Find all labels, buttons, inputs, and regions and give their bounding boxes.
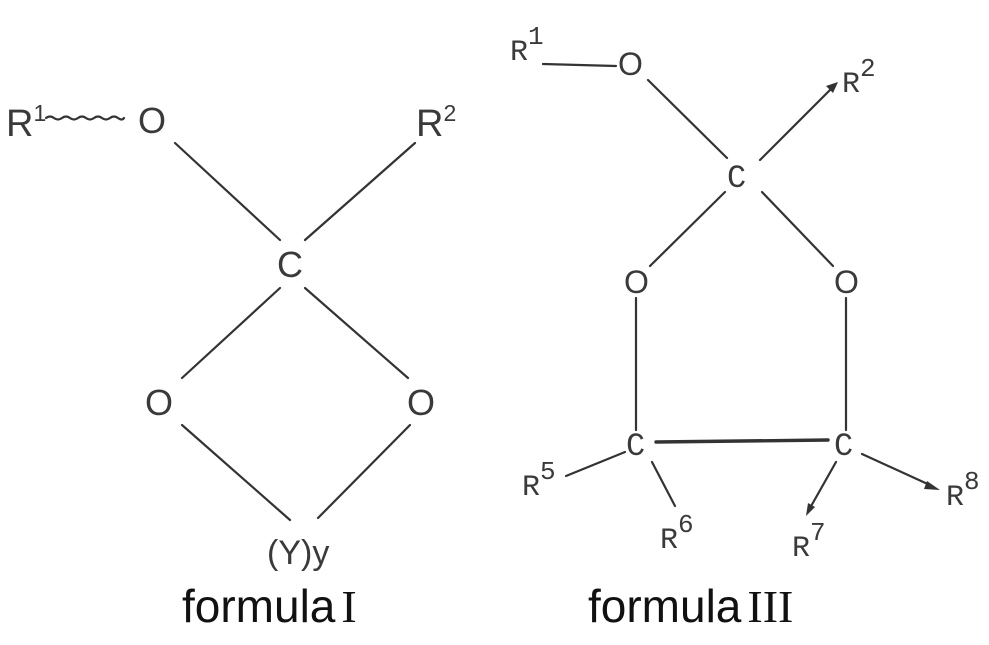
formula-1-structure: R1 O R2 C O O (Y)y [6, 100, 456, 572]
formula-1-caption: formulaI [182, 580, 357, 632]
formula-3-carbon-right: C [834, 428, 853, 465]
bond-c-o-left [650, 192, 725, 266]
formula-1-oxygen-left: O [145, 382, 173, 423]
formula-3-r6-label: R6 [660, 510, 694, 558]
formula-3-r5-label: R5 [522, 457, 556, 505]
formula-3-oxygen-right: O [834, 264, 859, 300]
formula-3-r7-label: R7 [792, 518, 826, 566]
formula-1-r1-label: R1 [6, 100, 46, 145]
formula-1-carbon-center: C [277, 244, 303, 285]
formula-3-r2-label: R2 [842, 54, 876, 102]
bond-c-r2 [760, 88, 832, 160]
formula-3-oxygen-top: O [618, 46, 643, 82]
bond-c-o-right [305, 288, 408, 378]
formula-3-r8-label: R8 [946, 467, 980, 515]
bond-r2-c [305, 143, 415, 240]
bond-o-c [648, 80, 727, 158]
bond-o-c [175, 143, 280, 240]
bond-c-left-r5 [566, 452, 625, 476]
bond-r1-o [46, 117, 124, 120]
bond-c-right-r8 [862, 454, 932, 486]
bond-c-o-right [762, 192, 833, 266]
formula-3-oxygen-left: O [624, 264, 649, 300]
bond-c-left-r6 [652, 462, 675, 506]
arrowhead-r7 [806, 503, 815, 516]
formula-3-carbon-center: C [727, 160, 746, 197]
formula-1-oxygen-right: O [407, 382, 435, 423]
formula-1-oxygen-top: O [138, 100, 166, 141]
formula-3-structure: R1 O R2 C O O C C R5 R6 R7 R8 [510, 22, 980, 566]
formula-3-caption: formulaIII [588, 580, 793, 632]
bond-c-o-left [182, 288, 280, 378]
bond-r1-o [543, 64, 616, 66]
bond-o-left-y [182, 425, 290, 520]
formula-3-r1-label: R1 [510, 22, 544, 70]
bond-c-left-c-right [656, 440, 828, 442]
formula-1-r2-label: R2 [416, 100, 456, 145]
bond-o-right-y [318, 425, 410, 518]
formula-3-carbon-left: C [626, 428, 645, 465]
formula-1-y-group: (Y)y [267, 534, 329, 572]
bond-c-right-r7 [810, 462, 836, 508]
